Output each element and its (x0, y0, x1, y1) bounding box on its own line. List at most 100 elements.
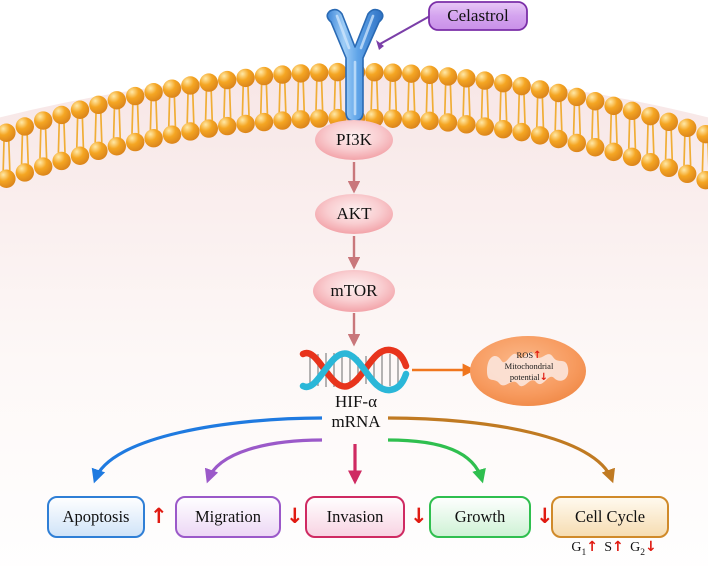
phospholipid-head (291, 110, 310, 129)
outcome-invasion-label: Invasion (326, 507, 384, 526)
phospholipid-head (328, 62, 347, 82)
outcome-connectors (91, 416, 615, 485)
outcome-apoptosis-label: Apoptosis (62, 507, 130, 526)
membrane-receptor[interactable] (326, 8, 384, 122)
phospholipid-tail (554, 101, 563, 131)
outcome-invasion[interactable] (305, 496, 405, 538)
phospholipid-head (457, 69, 476, 88)
celastrol-label: Celastrol (447, 6, 509, 25)
phospholipid-head (181, 76, 200, 95)
phospholipid-tail (20, 134, 30, 165)
hif-alpha-mrna-label: HIF-α mRNA (306, 392, 406, 432)
phospholipid-head (0, 123, 16, 142)
cell-cycle-phase-s: S↑ (604, 539, 624, 555)
phospholipid-tail (333, 80, 342, 110)
hif-line-2: mRNA (331, 412, 381, 431)
outcome-cell-cycle[interactable] (551, 496, 669, 538)
phospholipid-tail (131, 104, 140, 134)
cell-membrane (0, 62, 708, 190)
phospholipid-tail (57, 123, 66, 153)
phospholipid-tail (75, 117, 85, 148)
phase-direction-arrow: ↑ (586, 539, 598, 555)
phospholipid-tail (39, 128, 48, 159)
cell-cycle-phases: G1↑ S↑ G2↓ (552, 539, 676, 558)
phospholipid-head (622, 101, 642, 121)
outcome-invasion-direction-arrow: ↓ (410, 504, 428, 528)
phospholipid-head (549, 129, 568, 149)
phospholipid-tail (572, 105, 582, 135)
phospholipid-head (310, 109, 329, 128)
phospholipid-tail (480, 88, 490, 119)
outcome-growth-label: Growth (454, 507, 506, 526)
phospholipid-tail (278, 82, 287, 113)
phase-subscript: 1 (581, 547, 587, 558)
phospholipid-head (494, 119, 513, 139)
outcome-migration[interactable] (175, 496, 281, 538)
phospholipid-head (678, 118, 697, 138)
phospholipid-head (0, 169, 16, 188)
phospholipid-head (70, 146, 90, 165)
outcome-cell-cycle-label: Cell Cycle (574, 507, 646, 526)
outcome-growth[interactable] (429, 496, 531, 538)
phospholipid-head (438, 67, 458, 86)
phospholipid-head (622, 147, 642, 167)
phospholipid-tail (204, 90, 214, 121)
phospholipid-tail (517, 94, 526, 124)
phospholipid-tail (296, 81, 306, 112)
phospholipid-head (236, 114, 255, 134)
phospholipid-tail (388, 80, 398, 111)
phospholipid-tail (315, 80, 324, 111)
phospholipid-head (34, 157, 53, 176)
phospholipid-head (641, 106, 660, 126)
phospholipid-tail (646, 124, 655, 154)
phospholipid-head (475, 71, 494, 90)
phospholipid-head (494, 73, 513, 93)
phospholipid-head (586, 92, 605, 111)
outcome-apoptosis-direction-arrow: ↑ (150, 504, 168, 528)
phospholipid-head (144, 82, 163, 102)
phospholipid-tail (2, 140, 11, 171)
phospholipid-head (34, 111, 53, 130)
phospholipid-head (15, 117, 35, 136)
cascade (313, 120, 395, 347)
node-label-akt: AKT (336, 204, 372, 223)
phospholipid-head (641, 152, 660, 172)
cell-cycle-phase-g2: G2↓ (630, 539, 657, 558)
phospholipid-tail (223, 88, 232, 118)
phospholipid-tail (535, 97, 545, 128)
phospholipid-head (567, 133, 586, 153)
phospholipid-head (162, 79, 182, 98)
phospholipid-tail (443, 84, 453, 115)
phospholipid-head (383, 63, 402, 82)
phospholipid-head (15, 163, 35, 182)
phospholipid-head (512, 122, 531, 142)
phospholipid-head (678, 164, 697, 184)
node-label-pi3k: PI3K (336, 130, 372, 149)
phospholipid-tail (591, 109, 600, 140)
phospholipid-head (383, 109, 402, 128)
celastrol-pointer (376, 15, 431, 50)
phospholipid-head (273, 111, 292, 130)
phospholipid-head (199, 119, 218, 138)
phospholipid-head (696, 170, 708, 190)
phospholipid-tail (609, 114, 618, 144)
celastrol-box[interactable] (428, 1, 528, 31)
phospholipid-head (199, 73, 218, 92)
phospholipid-tail (407, 81, 416, 112)
phospholipid-tail (499, 91, 508, 122)
phospholipid-head (549, 83, 568, 103)
phase-direction-arrow: ↑ (612, 539, 624, 555)
phospholipid-head (310, 63, 329, 82)
outcome-apoptosis[interactable] (47, 496, 145, 538)
phospholipid-head (365, 63, 384, 82)
phospholipid-head (254, 112, 274, 132)
phospholipid-head (254, 66, 274, 86)
mito-label-potential-2: potential↓ (509, 371, 549, 383)
phase-subscript: 2 (640, 547, 645, 558)
phospholipid-head (236, 68, 255, 88)
phospholipid-head (475, 117, 494, 136)
mito-ros-up-arrow: ↑ (533, 350, 542, 361)
phospholipid-head (567, 87, 586, 107)
phospholipid-tail (149, 100, 158, 131)
phospholipid-head (420, 111, 439, 131)
